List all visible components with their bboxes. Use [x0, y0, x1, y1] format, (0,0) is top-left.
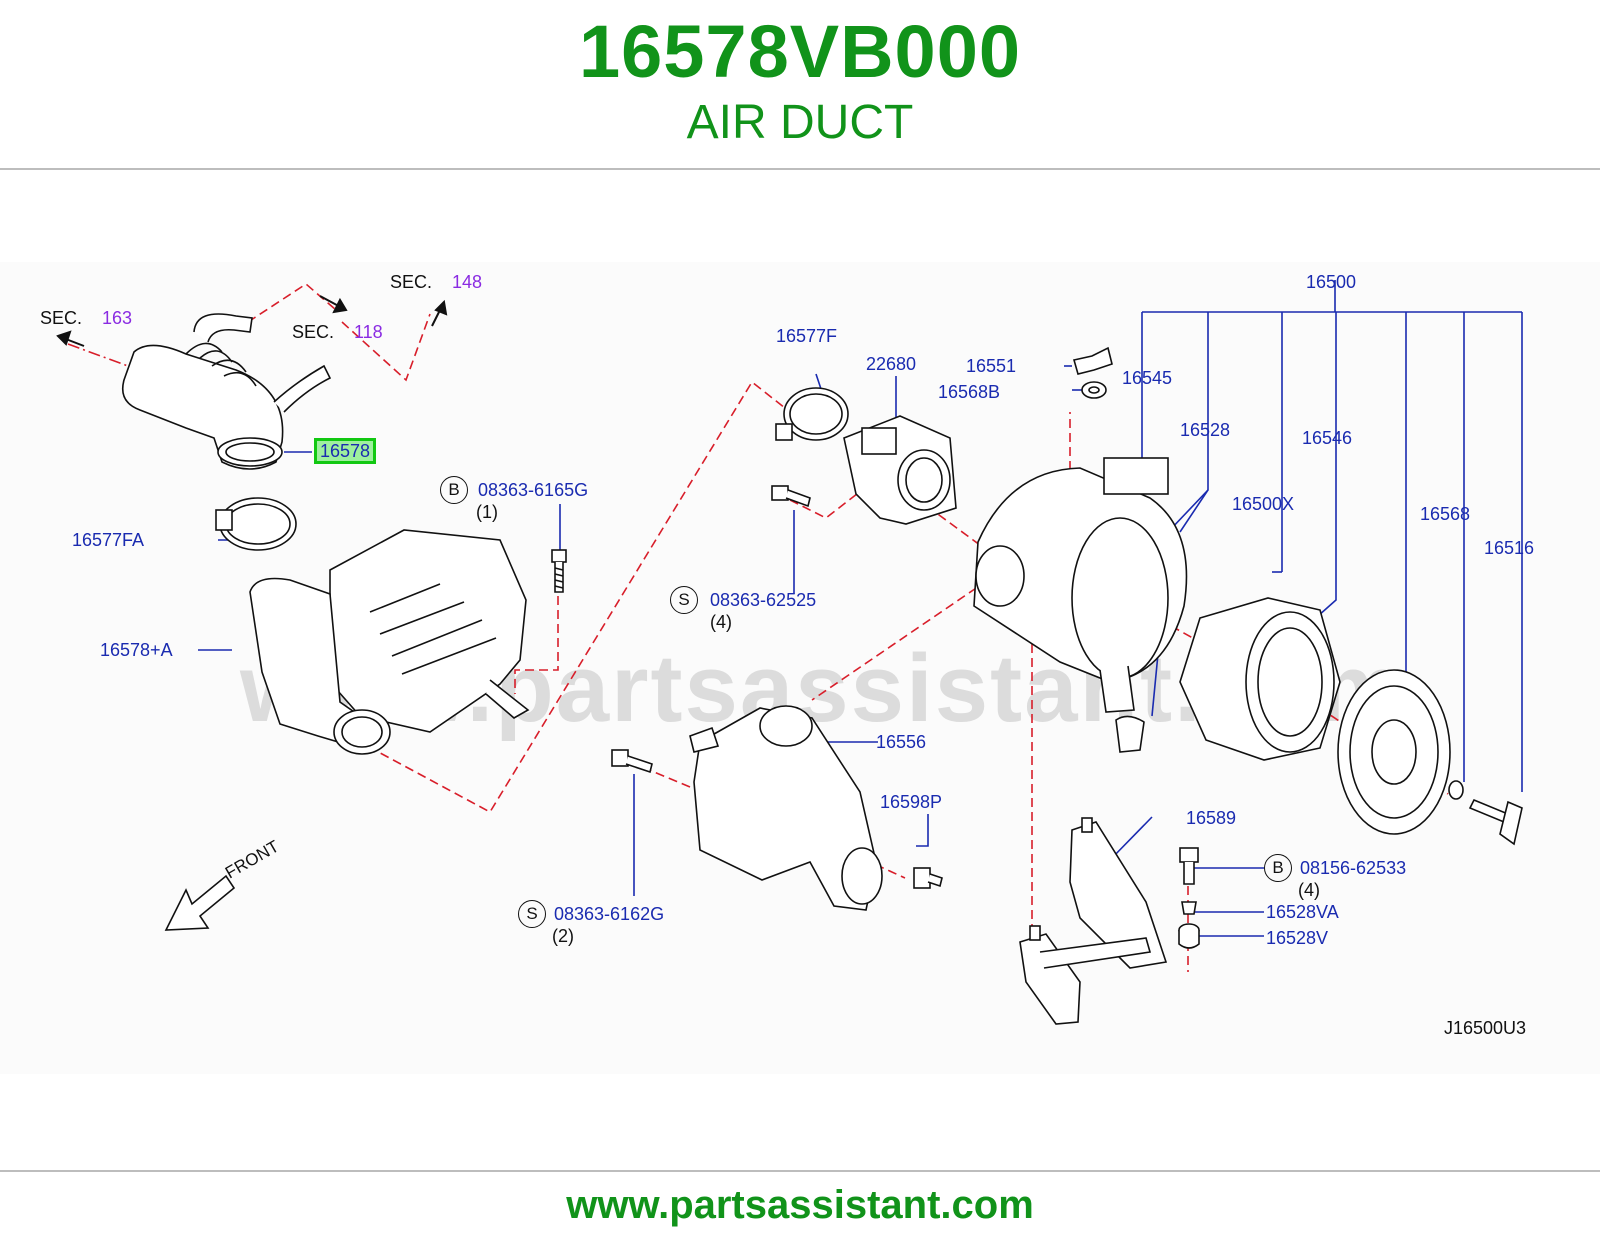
diagram-code: J16500U3 — [1444, 1018, 1527, 1038]
sec-148-prefix: SEC. — [390, 272, 433, 292]
fastener-qty: (1) — [476, 502, 498, 522]
fastener-08156-62533[interactable]: 08156-62533 — [1300, 858, 1407, 878]
part-label-16546[interactable]: 16546 — [1302, 428, 1353, 448]
clamp-16577F — [775, 387, 849, 441]
bolt-08156-62533 — [1178, 847, 1200, 949]
part-label-16551[interactable]: 16551 — [966, 356, 1017, 376]
fastener-08363-6165G[interactable]: 08363-6165G — [478, 480, 589, 500]
part-label-16500X[interactable]: 16500X — [1232, 494, 1295, 514]
part-label-16528V[interactable]: 16528V — [1266, 928, 1329, 948]
diagram-drawing — [56, 280, 1523, 1025]
header-divider — [0, 168, 1600, 170]
part-label-16578A[interactable]: 16578+A — [100, 640, 173, 660]
part-label-16568[interactable]: 16568 — [1420, 504, 1471, 524]
air-cleaner-housing-16528 — [973, 457, 1188, 753]
footer-website-link[interactable]: www.partsassistant.com — [566, 1183, 1034, 1227]
part-label-16577FA[interactable]: 16577FA — [72, 530, 145, 550]
resonator-16578A — [249, 529, 530, 755]
part-label-16556[interactable]: 16556 — [876, 732, 927, 752]
badge-s-icon: S — [518, 900, 546, 928]
front-arrow — [164, 874, 236, 931]
part-label-16528VA[interactable]: 16528VA — [1266, 902, 1339, 922]
duct-16556 — [689, 705, 883, 911]
fastener-qty: (4) — [710, 612, 732, 632]
sec-163-number[interactable]: 163 — [102, 308, 133, 328]
part-label-16516[interactable]: 16516 — [1484, 538, 1535, 558]
part-label-16545[interactable]: 16545 — [1122, 368, 1173, 388]
footer-divider — [0, 1170, 1600, 1172]
sec-163-prefix: SEC. — [40, 308, 83, 328]
parts-diagram: www.partsassistant.com — [0, 262, 1600, 1074]
red-dashdot-leaders — [67, 343, 129, 367]
air-filter-16546 — [1179, 597, 1341, 761]
bolt-08363-6162G — [611, 749, 653, 774]
airflow-meter-22680 — [843, 415, 957, 525]
grommet-16598P — [913, 867, 943, 889]
bolt-08363-6165G — [551, 549, 567, 593]
badge-b-icon: B — [1264, 854, 1292, 882]
part-label-16528[interactable]: 16528 — [1180, 420, 1231, 440]
air-duct-hose-16578 — [121, 313, 332, 470]
part-label-16578-highlighted[interactable]: 16578 — [314, 438, 377, 464]
wing-bolt-16516 — [1448, 780, 1523, 846]
part-number-title: 16578VB000 — [578, 10, 1022, 93]
fastener-qty: (2) — [552, 926, 574, 946]
badge-b-icon: B — [440, 476, 468, 504]
fastener-08363-6162G[interactable]: 08363-6162G — [554, 904, 665, 924]
part-label-16577F[interactable]: 16577F — [776, 326, 838, 346]
sec-148-number[interactable]: 148 — [452, 272, 483, 292]
clamp-16577FA — [215, 497, 297, 551]
section-arrows — [56, 295, 448, 347]
wing-nut-washer — [1072, 346, 1113, 399]
fastener-qty: (4) — [1298, 880, 1320, 900]
part-label-16598P[interactable]: 16598P — [880, 792, 943, 812]
header: 16578VB000 AIR DUCT — [0, 0, 1600, 168]
badge-s-icon: S — [670, 586, 698, 614]
part-label-16589[interactable]: 16589 — [1186, 808, 1237, 828]
cover-16568 — [1337, 669, 1451, 835]
part-name-subtitle: AIR DUCT — [686, 96, 914, 149]
part-label-22680[interactable]: 22680 — [866, 354, 917, 374]
bolt-08363-62525 — [771, 485, 811, 508]
sec-118-prefix: SEC. — [292, 322, 335, 342]
part-label-16568B[interactable]: 16568B — [938, 382, 1001, 402]
fastener-08363-62525[interactable]: 08363-62525 — [710, 590, 817, 610]
sec-118-number[interactable]: 118 — [354, 322, 383, 342]
bracket-16589 — [1019, 817, 1168, 1025]
part-label-16500[interactable]: 16500 — [1306, 272, 1357, 292]
